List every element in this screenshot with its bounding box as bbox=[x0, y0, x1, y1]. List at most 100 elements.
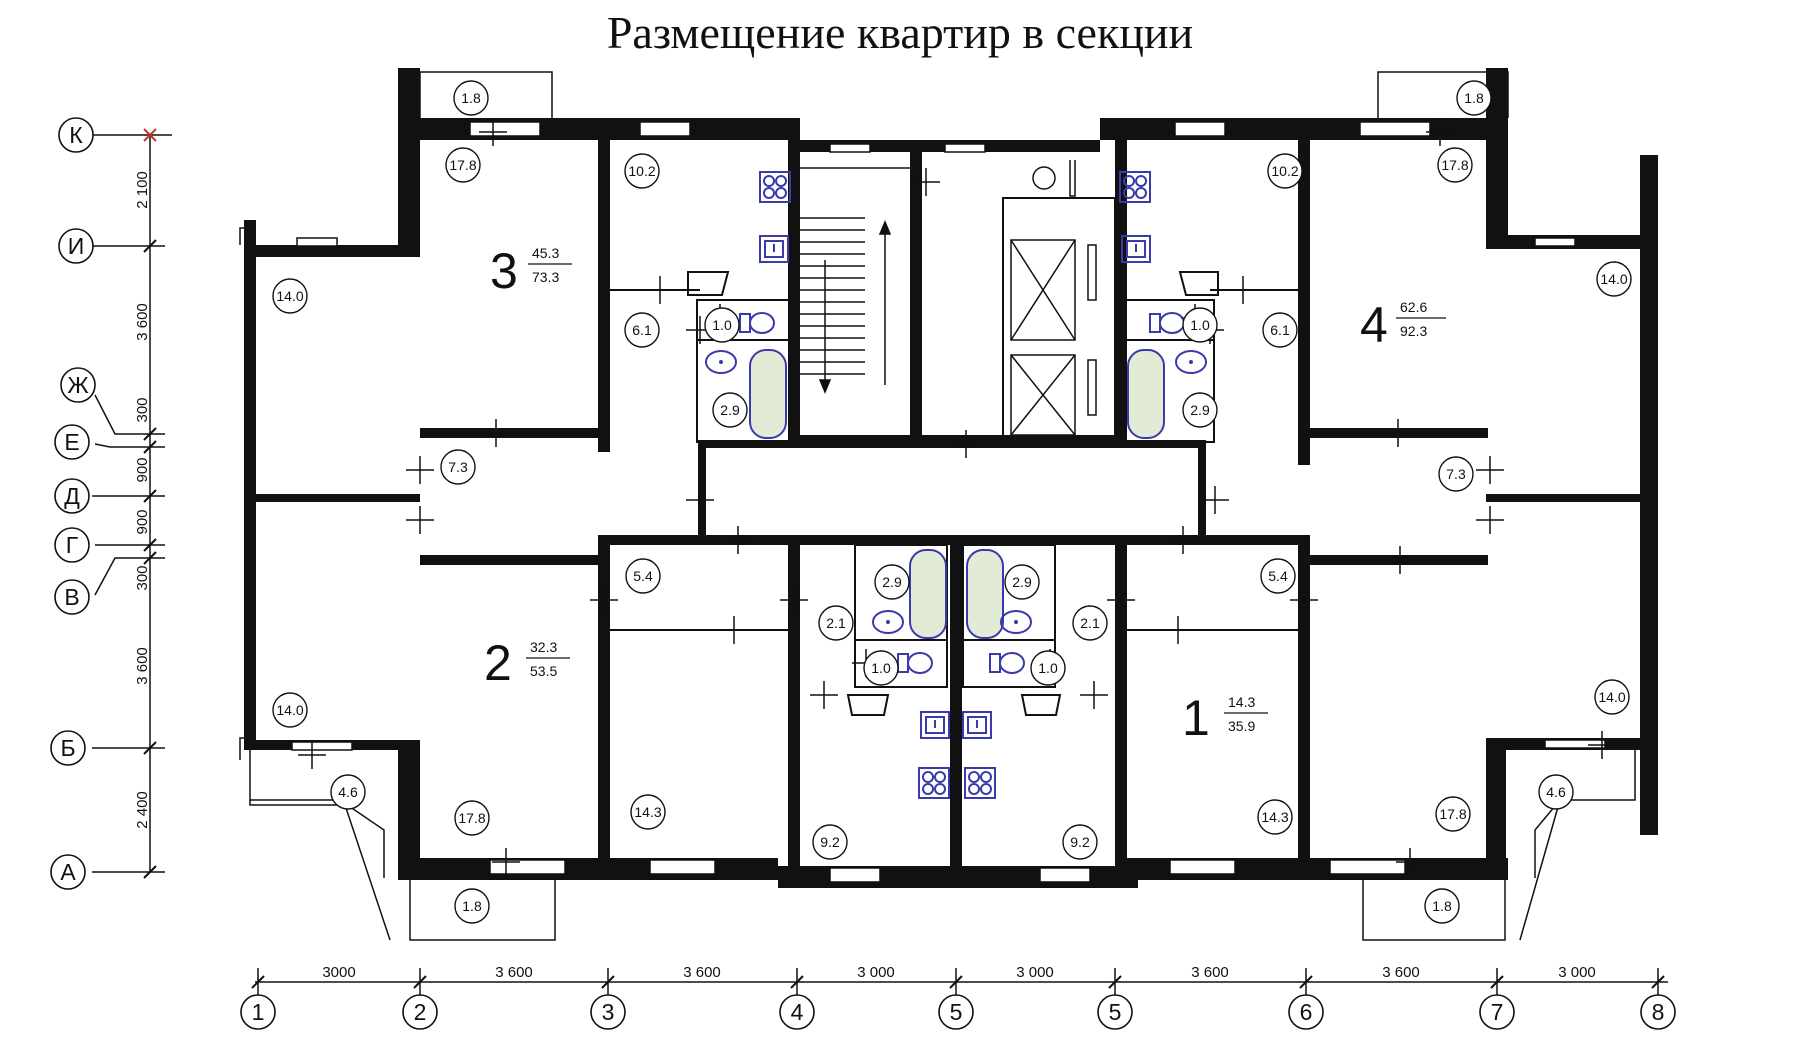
room-area-value: 2.1 bbox=[1080, 615, 1100, 631]
apartment-living-area: 62.6 bbox=[1400, 299, 1427, 315]
apartment-total-area: 92.3 bbox=[1400, 323, 1427, 339]
col-axis-marker: 3 bbox=[590, 994, 626, 1030]
room-area-badge: 1.0 bbox=[704, 307, 740, 343]
room-area-badge: 2.9 bbox=[874, 564, 910, 600]
row-axis-d: Д bbox=[54, 478, 90, 514]
col-axis-label: 8 bbox=[1652, 999, 1665, 1025]
room-area-circle bbox=[812, 824, 848, 860]
col-axis-marker: 4 bbox=[779, 994, 815, 1030]
room-area-circle bbox=[1262, 312, 1298, 348]
room-area-circle bbox=[1182, 392, 1218, 428]
room-area-value: 1.0 bbox=[1038, 660, 1058, 676]
room-area-value: 2.9 bbox=[882, 574, 902, 590]
room-area-circle bbox=[1437, 147, 1473, 183]
room-area-value: 7.3 bbox=[448, 459, 468, 475]
row-axis-zh: Ж bbox=[60, 367, 96, 403]
room-area-value: 6.1 bbox=[632, 322, 652, 338]
row-dim: 3 600 bbox=[134, 647, 151, 685]
col-axis-label: 4 bbox=[791, 999, 804, 1025]
room-area-value: 17.8 bbox=[1439, 806, 1466, 822]
room-area-value: 5.4 bbox=[633, 568, 653, 584]
door-swing bbox=[687, 271, 730, 296]
apartment-number: 3 bbox=[490, 243, 518, 299]
row-dim: 300 bbox=[134, 565, 151, 590]
apartment-living-area: 32.3 bbox=[530, 639, 557, 655]
room-area-value: 1.8 bbox=[461, 90, 481, 106]
room-area-badge: 5.4 bbox=[625, 558, 661, 594]
room-area-circle bbox=[330, 774, 366, 810]
room-area-badge: 2.9 bbox=[1182, 392, 1218, 428]
col-dim: 3 600 bbox=[683, 964, 721, 981]
row-axis-a: А bbox=[50, 854, 86, 890]
row-axis-label: Б bbox=[60, 735, 75, 761]
room-area-value: 14.3 bbox=[1261, 809, 1288, 825]
room-area-value: 1.0 bbox=[1190, 317, 1210, 333]
row-axis-label: Г bbox=[66, 532, 79, 558]
room-area-value: 9.2 bbox=[1070, 834, 1090, 850]
row-axes bbox=[92, 128, 172, 879]
col-axis-marker: 1 bbox=[240, 994, 276, 1030]
col-axes bbox=[251, 968, 1668, 1000]
toilet-icon bbox=[897, 652, 933, 674]
row-dim: 2 400 bbox=[134, 791, 151, 829]
apartment-number: 2 bbox=[484, 635, 512, 691]
room-area-badge: 6.1 bbox=[1262, 312, 1298, 348]
col-axis-markers: 1 2 3 4 5 5 6 7 8 bbox=[240, 994, 1676, 1030]
door-swing bbox=[1020, 694, 1062, 716]
room-area-circle bbox=[1538, 774, 1574, 810]
bath-icon bbox=[966, 549, 1004, 639]
room-area-circle bbox=[624, 312, 660, 348]
row-dimensions: 2 100 3 600 300 900 900 300 3 600 2 400 bbox=[134, 171, 151, 829]
room-area-badge: 10.2 bbox=[1267, 153, 1303, 189]
row-axis-e: Е bbox=[54, 424, 90, 460]
room-area-circle bbox=[1072, 605, 1108, 641]
col-axis-label: 2 bbox=[414, 999, 427, 1025]
room-area-badge: 5.4 bbox=[1260, 558, 1296, 594]
room-area-circle bbox=[1594, 679, 1630, 715]
room-area-value: 10.2 bbox=[1271, 163, 1298, 179]
room-area-circle bbox=[1438, 456, 1474, 492]
row-dim: 900 bbox=[134, 457, 151, 482]
apartment-4: 4 62.6 92.3 bbox=[1360, 297, 1446, 353]
col-axis-marker: 5 bbox=[938, 994, 974, 1030]
room-area-circle bbox=[1030, 650, 1066, 686]
room-area-value: 14.0 bbox=[1600, 271, 1627, 287]
room-area-value: 1.0 bbox=[871, 660, 891, 676]
washbasin-icon bbox=[1175, 350, 1207, 374]
col-axis-label: 5 bbox=[1109, 999, 1122, 1025]
col-axis-label: 3 bbox=[602, 999, 615, 1025]
room-area-circle bbox=[1260, 558, 1296, 594]
room-area-badge: 1.8 bbox=[454, 888, 490, 924]
row-axis-label: Е bbox=[64, 429, 79, 455]
door-swing bbox=[846, 694, 890, 716]
row-axis-label: В bbox=[64, 584, 79, 610]
washbasin-icon bbox=[872, 610, 904, 634]
windows bbox=[291, 121, 1606, 883]
room-area-value: 14.0 bbox=[276, 288, 303, 304]
room-area-badge: 14.3 bbox=[630, 794, 666, 830]
stair-treads bbox=[800, 217, 892, 394]
room-area-badge: 14.0 bbox=[1596, 261, 1632, 297]
row-axis-g: Г bbox=[54, 527, 90, 563]
room-area-badge: 1.0 bbox=[1182, 307, 1218, 343]
room-area-badge: 17.8 bbox=[1437, 147, 1473, 183]
row-axis-v: В bbox=[54, 579, 90, 615]
row-axis-i: И bbox=[58, 228, 94, 264]
room-area-value: 2.9 bbox=[1012, 574, 1032, 590]
room-area-circle bbox=[272, 278, 308, 314]
col-axis-marker: 6 bbox=[1288, 994, 1324, 1030]
room-area-value: 14.0 bbox=[276, 702, 303, 718]
row-axis-markers: К И Ж Е Д Г В Б А bbox=[50, 117, 96, 890]
room-area-badge: 1.0 bbox=[1030, 650, 1066, 686]
room-area-value: 9.2 bbox=[820, 834, 840, 850]
room-area-badge: 1.8 bbox=[453, 80, 489, 116]
apartment-living-area: 45.3 bbox=[532, 245, 559, 261]
room-area-circle bbox=[453, 80, 489, 116]
room-area-badge: 14.0 bbox=[272, 692, 308, 728]
col-dim: 3 600 bbox=[1382, 964, 1420, 981]
row-axis-label: Д bbox=[64, 483, 80, 509]
apartment-1: 1 14.3 35.9 bbox=[1182, 690, 1268, 746]
col-axis-marker: 2 bbox=[402, 994, 438, 1030]
col-dimensions: 3000 3 600 3 600 3 000 3 000 3 600 3 600… bbox=[322, 964, 1595, 981]
